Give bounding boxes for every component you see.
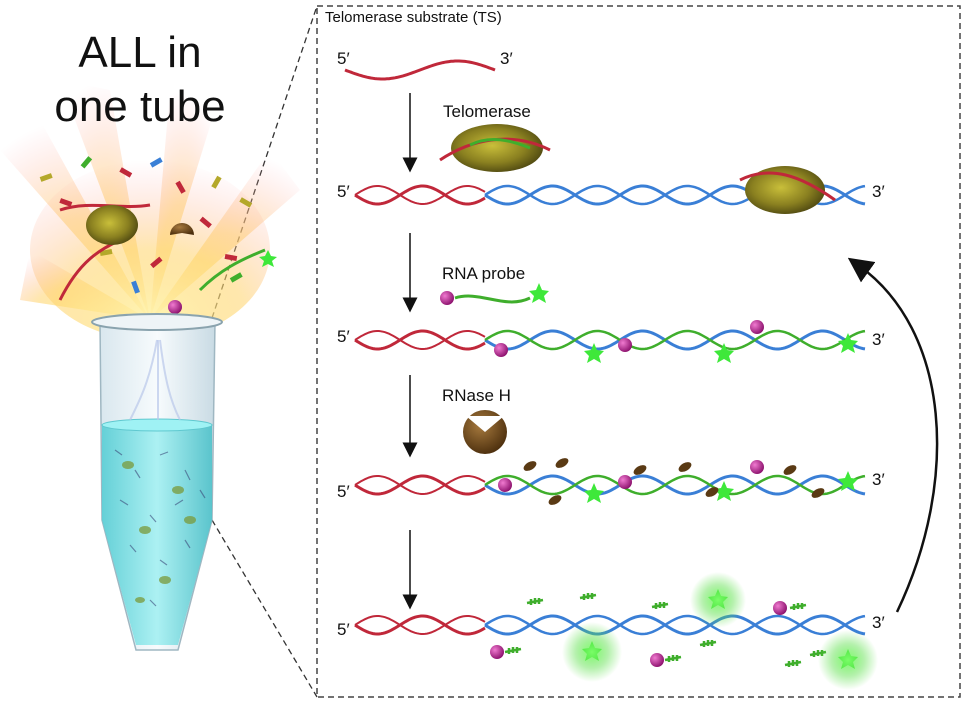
ts-strand-4 (354, 614, 486, 636)
free-quencher-0 (490, 645, 504, 659)
quencher-step3-2 (750, 460, 764, 474)
step4-5prime: 5′ (337, 620, 350, 639)
quencher-step3-1 (618, 475, 632, 489)
probe-fragment-1 (579, 593, 597, 600)
probe-fragment-3 (504, 647, 522, 654)
probe-fragment-7 (784, 660, 802, 667)
panel-title: Telomerase substrate (TS) (325, 9, 502, 26)
extension-strand-2 (484, 329, 866, 351)
ts-strand-pair-1 (354, 185, 486, 205)
ts-strand-1 (354, 184, 486, 206)
rnase-h-bound-1 (555, 458, 569, 468)
partner-strand-2 (484, 329, 866, 351)
probe-fragment-4 (664, 655, 682, 662)
rna-probe (440, 283, 549, 305)
probe-fragment-2 (651, 602, 669, 609)
probe-fragment-5 (789, 603, 807, 610)
quencher-step3-0 (498, 478, 512, 492)
step3-5prime: 5′ (337, 482, 350, 501)
step2-5prime: 5′ (337, 327, 350, 346)
partner-strand-3 (484, 474, 866, 496)
label-rna-probe: RNA probe (442, 264, 526, 283)
zoom-line-bottom (211, 519, 318, 698)
ts-5prime: 5′ (337, 49, 350, 68)
quencher-step2-2 (750, 320, 764, 334)
reaction-tube (91, 313, 223, 651)
rnase-h-bound-3 (678, 462, 692, 472)
rnase-h-bound-5 (783, 465, 797, 475)
fluorophore-step3-1 (714, 481, 734, 501)
label-telomerase: Telomerase (443, 102, 531, 121)
scattered-reagents (39, 156, 277, 314)
tube-title-line2: one tube (54, 82, 226, 131)
ts-strand-top (344, 59, 496, 81)
step1-3prime: 3′ (872, 182, 885, 201)
step4-3prime: 3′ (872, 613, 885, 632)
rnase-h-bound-4 (705, 487, 719, 497)
rnase-h-bound-6 (811, 488, 825, 498)
fluorophore-step2-0 (584, 343, 604, 363)
step2-3prime: 3′ (872, 330, 885, 349)
partner-strand-4 (484, 614, 866, 636)
rnase-h-enzyme (463, 410, 507, 454)
fluorescence-glows (562, 572, 878, 690)
extension-strand-3 (484, 474, 866, 496)
zoom-frame (316, 5, 961, 698)
extension-strand-4 (484, 614, 866, 636)
quencher-step2-0 (494, 343, 508, 357)
tube-title-line1: ALL in (78, 28, 202, 77)
rnase-h-bound-7 (548, 495, 562, 505)
label-rnase-h: RNase H (442, 386, 511, 405)
step1-5prime: 5′ (337, 182, 350, 201)
ts-strand-3 (354, 474, 486, 496)
ts-3prime: 3′ (500, 49, 513, 68)
fluorophore-step3-2 (838, 471, 858, 491)
telomerase-enzyme (439, 124, 551, 172)
telomerase-on-strand (739, 166, 836, 214)
ts-strand-2 (354, 329, 486, 351)
fluorophore-step2-2 (838, 333, 858, 353)
ts-strand-pair-3 (354, 475, 486, 495)
free-quencher-2 (773, 601, 787, 615)
fluorophore-step3-0 (584, 483, 604, 503)
ts-strand-pair-4 (354, 615, 486, 635)
ts-strand-pair-2 (354, 330, 486, 350)
free-quencher-1 (650, 653, 664, 667)
rnase-h-bound-0 (523, 461, 537, 471)
probe-fragment-8 (809, 650, 827, 657)
fluorophore-step2-1 (714, 343, 734, 363)
probe-fragment-6 (699, 640, 717, 647)
probe-fragment-0 (526, 598, 544, 605)
recycle-arrow (847, 257, 939, 613)
rnase-h-bound-2 (633, 465, 647, 475)
quencher-step2-1 (618, 338, 632, 352)
step3-3prime: 3′ (872, 470, 885, 489)
